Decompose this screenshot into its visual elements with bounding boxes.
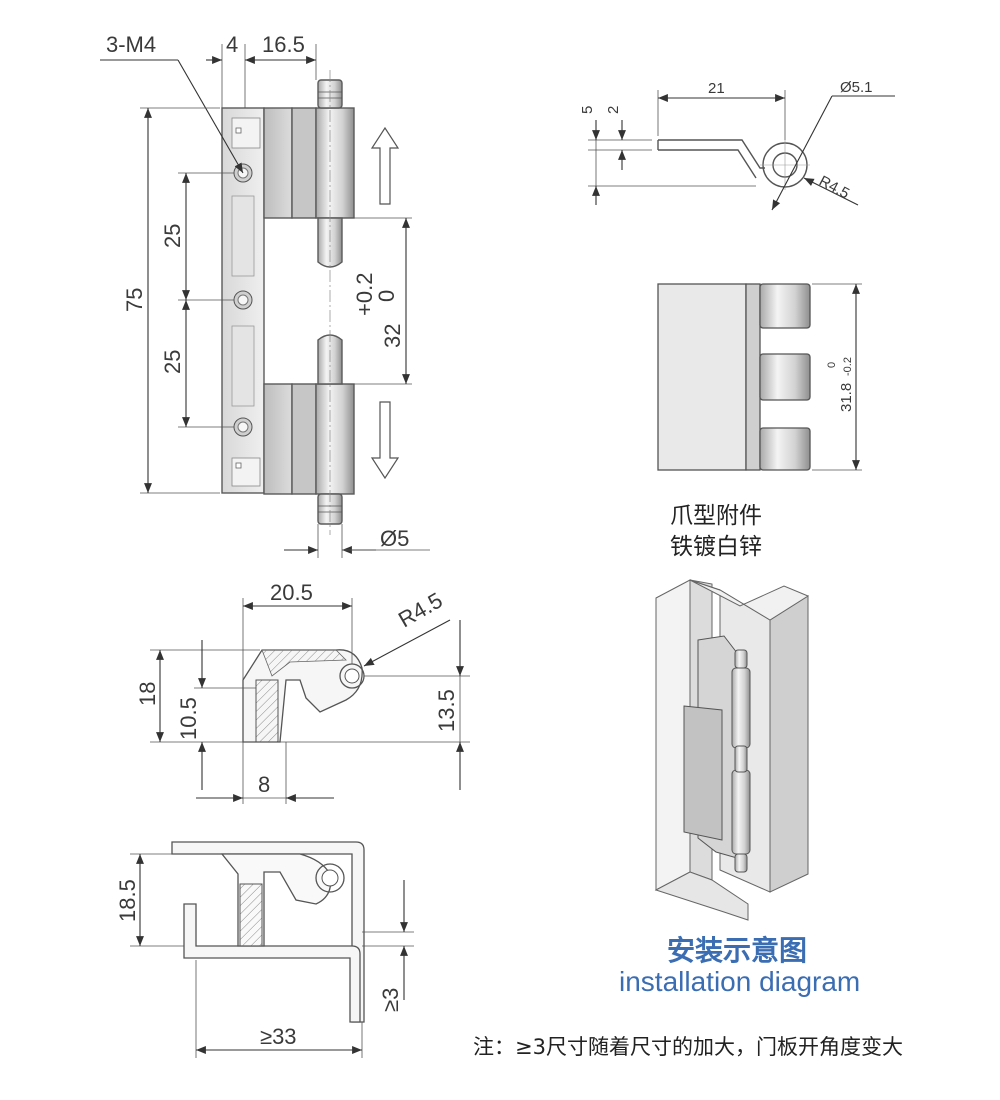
stud-mount — [239, 883, 263, 947]
section-view: 20.5 R4.5 18 10.5 13.5 8 — [135, 580, 470, 804]
dim-75: 75 — [122, 288, 147, 312]
barrel-lower — [315, 383, 355, 495]
arrow-down-icon — [370, 401, 400, 480]
dim-r4-5-top: R4.5 — [816, 173, 852, 203]
mount-view: 18.5 ≥3 ≥33 — [115, 841, 414, 1058]
dim-5: 5 — [579, 106, 596, 114]
dim-25-lower: 25 — [160, 350, 185, 374]
dim-10-5: 10.5 — [176, 697, 201, 740]
install-title-en: installation diagram — [619, 966, 860, 997]
knuckle-middle — [759, 353, 811, 401]
dim-3-m4: 3-M4 — [106, 32, 156, 57]
barrel-upper — [315, 107, 355, 219]
top-view: 21 5 2 Ø5.1 R4.5 — [579, 79, 895, 211]
dim-18-5: 18.5 — [115, 879, 140, 922]
dim-25-upper: 25 — [160, 224, 185, 248]
dim-31-8: 31.8 — [838, 383, 855, 412]
dim-13-5: 13.5 — [434, 689, 459, 732]
mounting-hole — [233, 417, 253, 437]
installation-illustration — [654, 579, 810, 921]
material-line-1: 爪型附件 — [670, 503, 762, 529]
note-text: 注：≥3尺寸随着尺寸的加大，门板开角度变大 — [473, 1035, 903, 1059]
dim-side-tol-upper: 0 — [826, 362, 838, 368]
dim-32: 32 — [380, 324, 405, 348]
dim-18: 18 — [135, 682, 160, 706]
install-title-cn: 安装示意图 — [667, 934, 807, 967]
dim-tol-lower: 0 — [374, 290, 399, 302]
side-view: 31.8 0 -0.2 — [657, 283, 862, 471]
knuckle-top — [759, 283, 811, 329]
mounting-hole — [233, 290, 253, 310]
dim-clearance: ≥3 — [378, 988, 403, 1012]
material-line-2: 铁镀白锌 — [670, 534, 762, 560]
dim-20-5: 20.5 — [270, 580, 313, 605]
dim-min-width: ≥33 — [260, 1024, 297, 1049]
dim-21: 21 — [708, 80, 725, 97]
dim-8: 8 — [258, 772, 270, 797]
front-view: 3-M4 4 16.5 75 25 25 32 +0.2 0 Ø5 — [100, 32, 430, 558]
dim-16-5: 16.5 — [262, 32, 305, 57]
dim-side-tol-lower: -0.2 — [842, 357, 854, 376]
dim-2: 2 — [605, 106, 622, 114]
arrow-up-icon — [370, 126, 400, 205]
dim-tol-upper: +0.2 — [352, 273, 377, 316]
dim-4: 4 — [226, 32, 238, 57]
stud-section — [255, 679, 279, 743]
dim-bore-diameter: Ø5.1 — [840, 79, 873, 96]
knuckle-bottom — [759, 427, 811, 471]
dim-pin-diameter: Ø5 — [380, 526, 409, 551]
